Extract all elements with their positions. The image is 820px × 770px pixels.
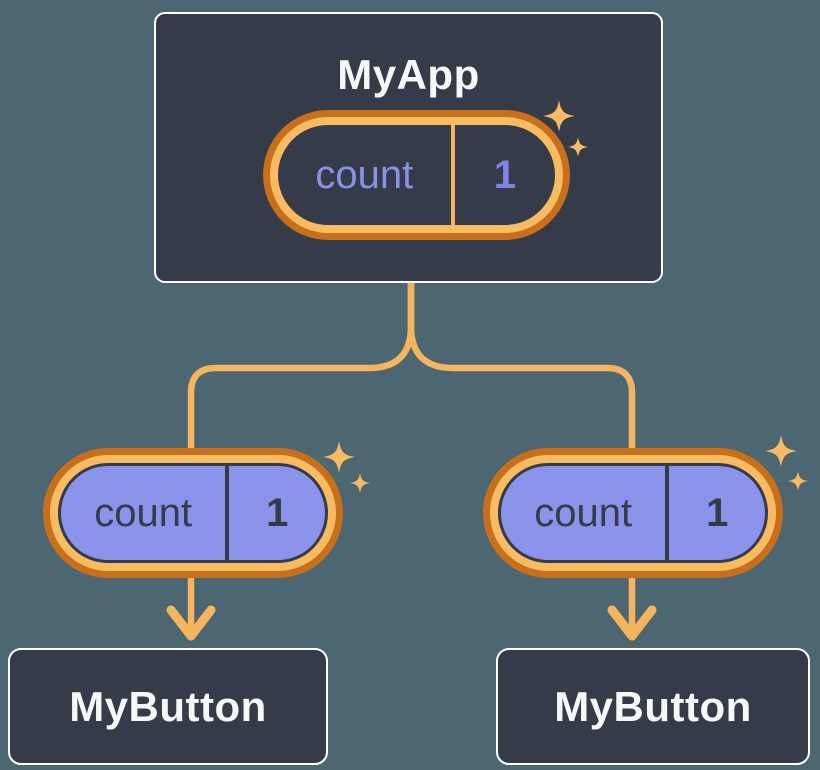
connector-right-branch (407, 283, 636, 630)
sparkle-big-icon (323, 441, 355, 473)
sparkle-big-icon (765, 435, 797, 467)
prop-value: 1 (266, 491, 289, 535)
sparkles-icon (323, 441, 370, 493)
component-name: MyApp (337, 51, 480, 98)
state-pill: count 1 (263, 110, 570, 240)
state-label: count (315, 153, 414, 197)
myapp-card: MyApp count 1 (154, 12, 663, 283)
prop-label: count (94, 491, 193, 535)
component-name: MyButton (69, 682, 267, 730)
connector-left-branch (187, 283, 415, 630)
sparkle-big-icon (543, 100, 575, 132)
prop-pill-left: count 1 (43, 448, 343, 578)
arrow-down-icon (166, 605, 216, 641)
state-value: 1 (493, 153, 516, 197)
pill-divider (225, 466, 230, 560)
pill-divider (450, 125, 455, 225)
component-name: MyButton (554, 682, 752, 730)
sparkles-icon (765, 435, 808, 491)
mybutton-card-left: MyButton (8, 648, 328, 765)
sparkle-small-icon (788, 471, 808, 491)
sparkle-small-icon (350, 473, 370, 493)
sparkle-small-icon (568, 137, 588, 157)
mybutton-card-right: MyButton (496, 648, 810, 765)
prop-label: count (534, 491, 633, 535)
prop-value: 1 (706, 491, 729, 535)
prop-pill-right: count 1 (483, 448, 783, 578)
sparkles-icon (543, 100, 588, 157)
arrow-down-icon (607, 605, 657, 641)
pill-divider (665, 466, 670, 560)
